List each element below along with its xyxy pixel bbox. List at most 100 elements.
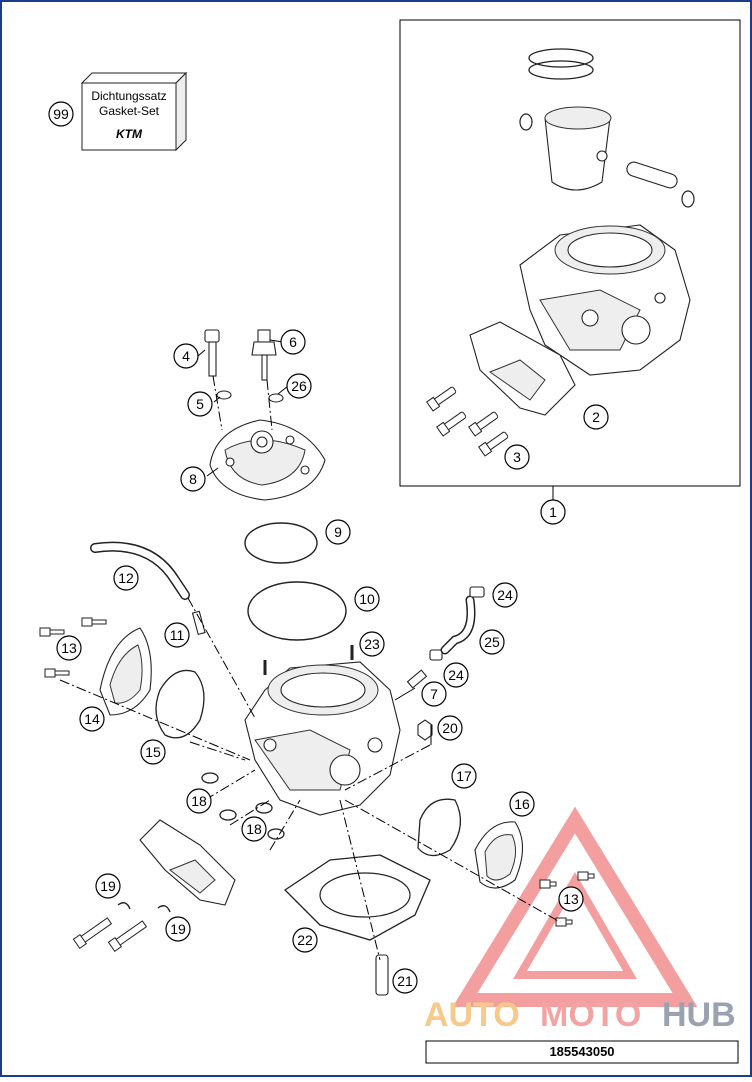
piston-rings bbox=[528, 48, 594, 80]
svg-text:12: 12 bbox=[118, 570, 134, 586]
svg-text:10: 10 bbox=[359, 591, 375, 607]
svg-text:5: 5 bbox=[196, 396, 204, 412]
gasket-set-line1: Dichtungssatz bbox=[91, 89, 166, 103]
pin-21 bbox=[375, 954, 389, 996]
callout-12: 12 bbox=[113, 565, 139, 591]
watermark-text: AUTO MOTO HUB bbox=[424, 996, 736, 1034]
clip-19a bbox=[117, 902, 131, 910]
callout-1: 1 bbox=[540, 499, 566, 525]
piston-pin bbox=[626, 161, 678, 189]
svg-text:1: 1 bbox=[549, 504, 557, 520]
svg-text:26: 26 bbox=[291, 378, 307, 394]
washer-5 bbox=[216, 390, 232, 400]
svg-text:9: 9 bbox=[334, 524, 342, 540]
callout-24-mid: 24 bbox=[443, 662, 469, 688]
cylinder-assembly bbox=[519, 224, 691, 376]
callout-13-right: 13 bbox=[558, 886, 584, 912]
svg-text:3: 3 bbox=[513, 449, 521, 465]
callout-26: 26 bbox=[286, 373, 312, 399]
callout-23: 23 bbox=[359, 631, 385, 657]
screws-13-left bbox=[39, 617, 107, 678]
gasket-set-line2: Gasket-Set bbox=[99, 104, 160, 118]
svg-text:21: 21 bbox=[397, 973, 413, 989]
svg-text:24: 24 bbox=[497, 587, 513, 603]
gasket-set-box: Dichtungssatz Gasket-Set KTM bbox=[80, 71, 188, 152]
callout-15: 15 bbox=[140, 739, 166, 765]
temperature-sensor-6 bbox=[251, 329, 277, 381]
svg-text:6: 6 bbox=[289, 334, 297, 350]
svg-text:19: 19 bbox=[100, 878, 116, 894]
leader-lines bbox=[59, 339, 561, 961]
svg-text:8: 8 bbox=[189, 471, 197, 487]
svg-text:19: 19 bbox=[170, 921, 186, 937]
svg-text:13: 13 bbox=[61, 640, 77, 656]
svg-text:24: 24 bbox=[448, 667, 464, 683]
circlip-left bbox=[519, 113, 533, 131]
cover-16 bbox=[474, 821, 524, 889]
svg-text:23: 23 bbox=[364, 636, 380, 652]
bolt-4 bbox=[204, 329, 220, 377]
clip-24 bbox=[469, 586, 485, 598]
drawing-number-box bbox=[425, 1040, 739, 1064]
watermark-moto: MOTO bbox=[540, 996, 641, 1034]
cylinder-head-8 bbox=[209, 419, 326, 501]
callout-6: 6 bbox=[280, 329, 306, 355]
callout-99: 99 bbox=[48, 101, 74, 127]
cover-14 bbox=[99, 627, 152, 716]
fitting-7 bbox=[406, 669, 428, 689]
watermark-auto: AUTO bbox=[424, 996, 520, 1034]
svg-text:16: 16 bbox=[514, 796, 530, 812]
nut-20 bbox=[417, 719, 433, 741]
svg-text:20: 20 bbox=[442, 720, 458, 736]
svg-text:25: 25 bbox=[484, 634, 500, 650]
svg-text:18: 18 bbox=[246, 821, 262, 837]
callout-16: 16 bbox=[509, 791, 535, 817]
callout-11: 11 bbox=[164, 622, 190, 648]
callout-20: 20 bbox=[437, 715, 463, 741]
svg-text:4: 4 bbox=[182, 348, 190, 364]
watermark-hub: HUB bbox=[662, 996, 736, 1034]
clip-19b bbox=[157, 905, 171, 913]
callout-8: 8 bbox=[180, 466, 206, 492]
svg-text:13: 13 bbox=[563, 891, 579, 907]
callout-25: 25 bbox=[479, 629, 505, 655]
callout-22: 22 bbox=[292, 927, 318, 953]
callout-24-top: 24 bbox=[492, 582, 518, 608]
callout-4: 4 bbox=[173, 343, 199, 369]
exhaust-flange-lower bbox=[139, 819, 236, 906]
o-rings-18 bbox=[201, 772, 285, 840]
flange-bolts bbox=[426, 386, 509, 457]
nipple-11 bbox=[191, 610, 206, 636]
callout-18-upper: 18 bbox=[186, 788, 212, 814]
seal-ring-26 bbox=[268, 393, 284, 403]
circlip-right bbox=[681, 190, 695, 208]
svg-text:17: 17 bbox=[456, 768, 472, 784]
cylinder-assembly-box bbox=[399, 19, 741, 487]
callout-5: 5 bbox=[187, 391, 213, 417]
gasket-15 bbox=[155, 669, 205, 739]
cylinder-main bbox=[244, 661, 401, 816]
callout-10: 10 bbox=[354, 586, 380, 612]
drawing-number: 185543050 bbox=[549, 1044, 614, 1059]
piston bbox=[544, 106, 612, 191]
exhaust-flange bbox=[469, 321, 576, 416]
fitting-24 bbox=[429, 649, 443, 661]
o-ring-9 bbox=[244, 522, 318, 564]
svg-text:2: 2 bbox=[592, 409, 600, 425]
svg-text:18: 18 bbox=[191, 793, 207, 809]
callout-18-lower: 18 bbox=[241, 816, 267, 842]
base-gasket-22 bbox=[283, 854, 431, 941]
callout-19-lower: 19 bbox=[165, 916, 191, 942]
callout-7: 7 bbox=[421, 681, 447, 707]
svg-text:14: 14 bbox=[84, 711, 100, 727]
callout-21: 21 bbox=[392, 968, 418, 994]
callout-19-upper: 19 bbox=[95, 873, 121, 899]
svg-text:11: 11 bbox=[170, 627, 185, 643]
callout-14: 14 bbox=[79, 706, 105, 732]
svg-text:99: 99 bbox=[53, 106, 69, 122]
callout-9: 9 bbox=[325, 519, 351, 545]
svg-text:15: 15 bbox=[145, 744, 161, 760]
o-ring-10 bbox=[247, 581, 347, 641]
svg-text:22: 22 bbox=[297, 932, 313, 948]
